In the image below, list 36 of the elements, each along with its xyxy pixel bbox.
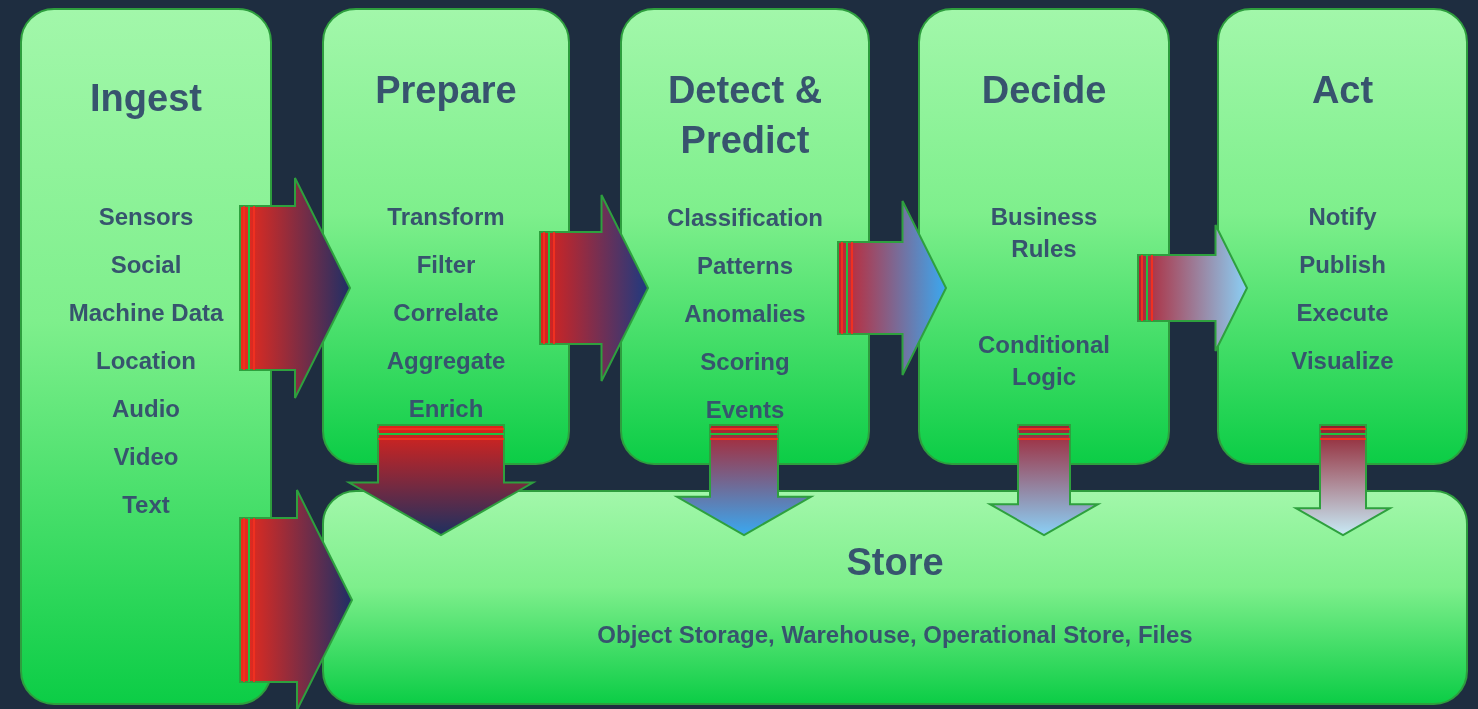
stage-item: Aggregate: [386, 346, 506, 376]
stage-panel: [918, 8, 1170, 465]
stage-item: Conditional Logic: [977, 330, 1111, 392]
stage-title: Store: [846, 540, 944, 585]
stage-item: Filter: [416, 250, 476, 280]
stage-title: Prepare: [375, 68, 517, 113]
stage-item: Social: [110, 250, 182, 280]
stage-panel: [1217, 8, 1468, 465]
stage-title: Decide: [981, 68, 1107, 113]
stage-title: Detect & Predict: [666, 68, 824, 163]
stage-item: Patterns: [696, 251, 793, 281]
stage-item: Anomalies: [684, 299, 806, 329]
stage-item: Notify: [1308, 202, 1377, 232]
stage-item: Text: [122, 490, 170, 520]
stage-item: Machine Data: [68, 298, 224, 328]
stage-item: Correlate: [393, 298, 499, 328]
stage-item: Audio: [112, 394, 180, 424]
stage-item: Sensors: [98, 202, 194, 232]
stage-item: Object Storage, Warehouse, Operational Store, Files: [597, 620, 1193, 650]
stage-item: Business Rules: [989, 202, 1099, 264]
stage-panel: [322, 8, 570, 465]
stage-item: Visualize: [1291, 346, 1394, 376]
stage-item: Execute: [1296, 298, 1389, 328]
stage-title: Ingest: [90, 76, 202, 121]
stage-panel: [322, 490, 1468, 705]
stage-item: Location: [96, 346, 196, 376]
stage-title: Act: [1311, 68, 1374, 113]
stage-item: Publish: [1299, 250, 1386, 280]
stage-item: Enrich: [408, 394, 484, 424]
stage-item: Video: [113, 442, 179, 472]
stage-item: Transform: [387, 202, 505, 232]
stage-panel: [20, 8, 272, 705]
stage-item: Scoring: [700, 347, 790, 377]
stage-panel: [620, 8, 870, 465]
stage-item: Classification: [666, 203, 823, 233]
stage-item: Events: [705, 395, 785, 425]
